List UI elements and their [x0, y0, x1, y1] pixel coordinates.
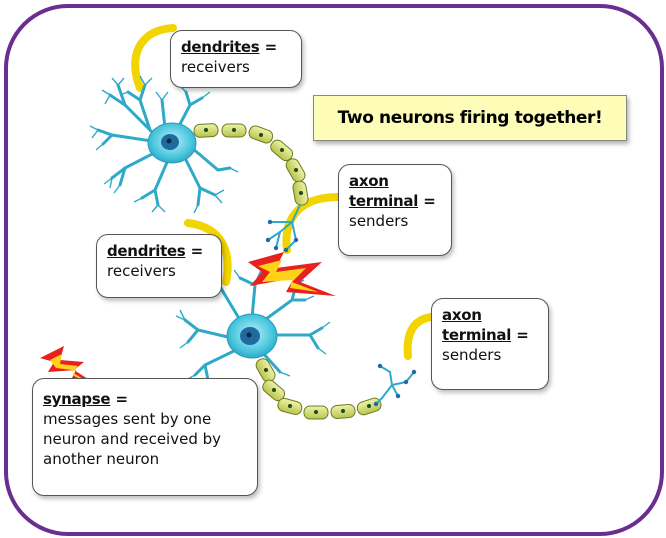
term-axon: axon	[349, 172, 389, 190]
definition: receivers	[107, 262, 176, 280]
title-banner: Two neurons firing together!	[313, 95, 627, 141]
equals-sign: =	[259, 38, 278, 56]
definition: receivers	[181, 58, 250, 76]
label-synapse: synapse = messages sent by one neuron an…	[32, 378, 258, 496]
label-dendrites-middle: dendrites = receivers	[96, 234, 222, 298]
definition-line: neuron and received by	[43, 430, 222, 448]
lightning-bolt-icon	[40, 346, 108, 392]
banner-text: Two neurons firing together!	[337, 108, 603, 128]
definition-line: another neuron	[43, 450, 160, 468]
lightning-bolt-icon	[248, 252, 336, 296]
equals-sign: =	[185, 242, 204, 260]
neuron-top	[89, 75, 309, 253]
label-axon-terminal-top: axon terminal = senders	[338, 164, 452, 256]
equals-sign: =	[110, 390, 129, 408]
term-synapse: synapse	[43, 390, 111, 408]
definition-line: messages sent by one	[43, 410, 212, 428]
term-terminal: terminal	[442, 326, 512, 344]
label-axon-terminal-bottom: axon terminal = senders	[431, 298, 549, 390]
term-dendrites: dendrites	[107, 242, 186, 260]
equals-sign: =	[418, 192, 436, 210]
definition: senders	[349, 212, 409, 230]
equals-sign: =	[511, 326, 529, 344]
definition: senders	[442, 346, 502, 364]
term-dendrites: dendrites	[181, 38, 260, 56]
label-dendrites-top: dendrites = receivers	[170, 30, 302, 88]
term-axon: axon	[442, 306, 482, 324]
term-terminal: terminal	[349, 192, 419, 210]
neuron-bottom	[175, 261, 417, 420]
